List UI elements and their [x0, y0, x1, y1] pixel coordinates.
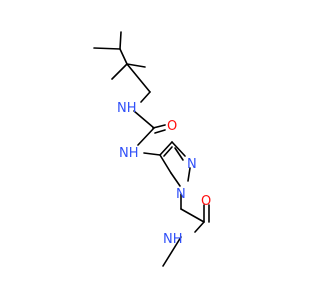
- bond-ch2-to-nh: [140, 91, 151, 103]
- bond-ring-c4-c5: [159, 154, 172, 174]
- bonds: [93, 31, 210, 267]
- bond-ring-n2-c3: [171, 141, 186, 157]
- bond-urea-co-1: [152, 124, 166, 129]
- atom-n-pyrazole-1: N: [187, 157, 197, 172]
- bond-methyl-a: [93, 47, 121, 50]
- bond-ring-n1-n2: [187, 167, 191, 182]
- bond-ring-c3-c4: [159, 141, 173, 156]
- molecule-structure-diagram: NH O NH N N O NH: [93, 31, 211, 267]
- bond-ring-n2-c3-inner: [174, 147, 184, 161]
- bond-isopropyl-to-quaternary: [119, 48, 128, 65]
- bond-methyl-b: [119, 31, 122, 50]
- bond-ring-c5-n1: [170, 172, 181, 187]
- bond-ring-c3-c4-inner: [163, 146, 173, 157]
- bond-urea-carbon-to-nh: [137, 127, 155, 146]
- bond-nh-to-methyl: [162, 236, 182, 267]
- bond-methyl-c: [111, 63, 128, 80]
- bond-amide-carbon-to-nh: [194, 221, 205, 233]
- atom-o-urea: O: [167, 119, 177, 134]
- atom-n-pyrazole-2: N: [176, 187, 186, 202]
- bond-nh-to-pyrazole-c4: [143, 152, 161, 156]
- bond-ch2-to-amide-carbon: [180, 208, 205, 223]
- bond-urea-co-2: [154, 129, 166, 134]
- atom-labels: NH O NH N N O NH: [117, 101, 211, 247]
- bond-nh-to-urea-carbon: [133, 110, 155, 129]
- atom-nh-urea-lower: NH: [119, 146, 139, 161]
- bond-methyl-d: [126, 63, 146, 68]
- atom-o-amide: O: [201, 194, 211, 209]
- atom-nh-amide: NH: [163, 232, 183, 247]
- bond-quaternary-to-ch2: [126, 63, 151, 93]
- atom-nh-urea-upper: NH: [117, 101, 137, 116]
